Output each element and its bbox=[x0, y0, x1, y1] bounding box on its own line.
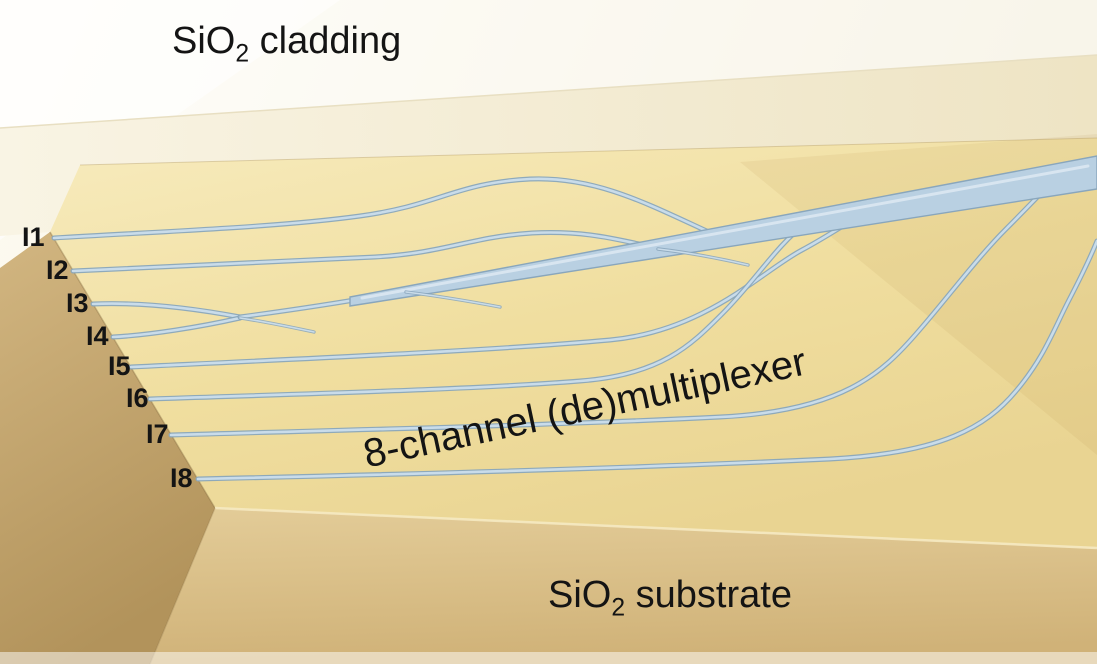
waveguide-i2 bbox=[70, 230, 661, 274]
chip-back-edge bbox=[79, 137, 1097, 166]
bus-waveguide bbox=[349, 155, 1097, 307]
chip-left-edge bbox=[49, 231, 216, 509]
cladding-label-sub: 2 bbox=[235, 40, 250, 68]
coupler-stubs bbox=[238, 247, 750, 334]
input-label-i1: I1 bbox=[22, 222, 45, 252]
chip-left-face bbox=[0, 232, 215, 664]
waveguide-i5-core bbox=[129, 210, 868, 369]
substrate-label-prefix: SiO bbox=[548, 574, 612, 616]
coupler-stub-3-core bbox=[239, 317, 315, 333]
waveguide-i8 bbox=[195, 238, 1097, 482]
cladding-label-suffix: cladding bbox=[249, 20, 402, 62]
chip-front-face bbox=[150, 508, 1097, 664]
ground-strip bbox=[0, 652, 1097, 664]
waveguide-i3-core bbox=[91, 302, 242, 319]
waveguide-i5 bbox=[128, 209, 869, 370]
substrate-label-suffix: substrate bbox=[625, 574, 792, 616]
waveguide-i6 bbox=[147, 220, 809, 402]
input-label-i5: I5 bbox=[108, 351, 131, 381]
waveguide-i2-core bbox=[71, 231, 660, 273]
cladding-label-prefix: SiO bbox=[172, 20, 236, 62]
cladding-front-facet bbox=[0, 55, 1097, 236]
input-label-i8: I8 bbox=[170, 463, 193, 493]
input-label-i7: I7 bbox=[146, 419, 169, 449]
waveguide-i7 bbox=[168, 178, 1056, 438]
cladding-top-edge bbox=[0, 54, 1097, 129]
cladding-label: SiO2 cladding bbox=[172, 20, 402, 66]
coupler-stub-2-core bbox=[405, 291, 501, 308]
chip-corner-edge bbox=[149, 507, 216, 664]
waveguide-i8-core bbox=[196, 239, 1097, 481]
input-label-i2: I2 bbox=[46, 255, 69, 285]
waveguide-layout bbox=[51, 155, 1097, 482]
waveguide-i1-core bbox=[52, 177, 724, 240]
waveguide-i4 bbox=[110, 315, 243, 340]
chip-front-edge bbox=[214, 506, 1097, 550]
substrate-label: SiO2 substrate bbox=[548, 574, 792, 620]
waveguide-i3 bbox=[90, 301, 243, 320]
coupler-stub-1-core bbox=[657, 248, 749, 266]
substrate-label-sub: 2 bbox=[611, 594, 626, 622]
waveguide-i4-core bbox=[111, 316, 242, 339]
bus-waveguide-highlight bbox=[360, 164, 1090, 300]
waveguide-i6-core bbox=[148, 221, 808, 401]
waveguide-i1 bbox=[51, 176, 725, 241]
input-label-i6: I6 bbox=[126, 383, 149, 413]
input-label-i4: I4 bbox=[86, 321, 109, 351]
waveguide-i7-core bbox=[169, 179, 1055, 437]
input-label-i3: I3 bbox=[66, 288, 89, 318]
